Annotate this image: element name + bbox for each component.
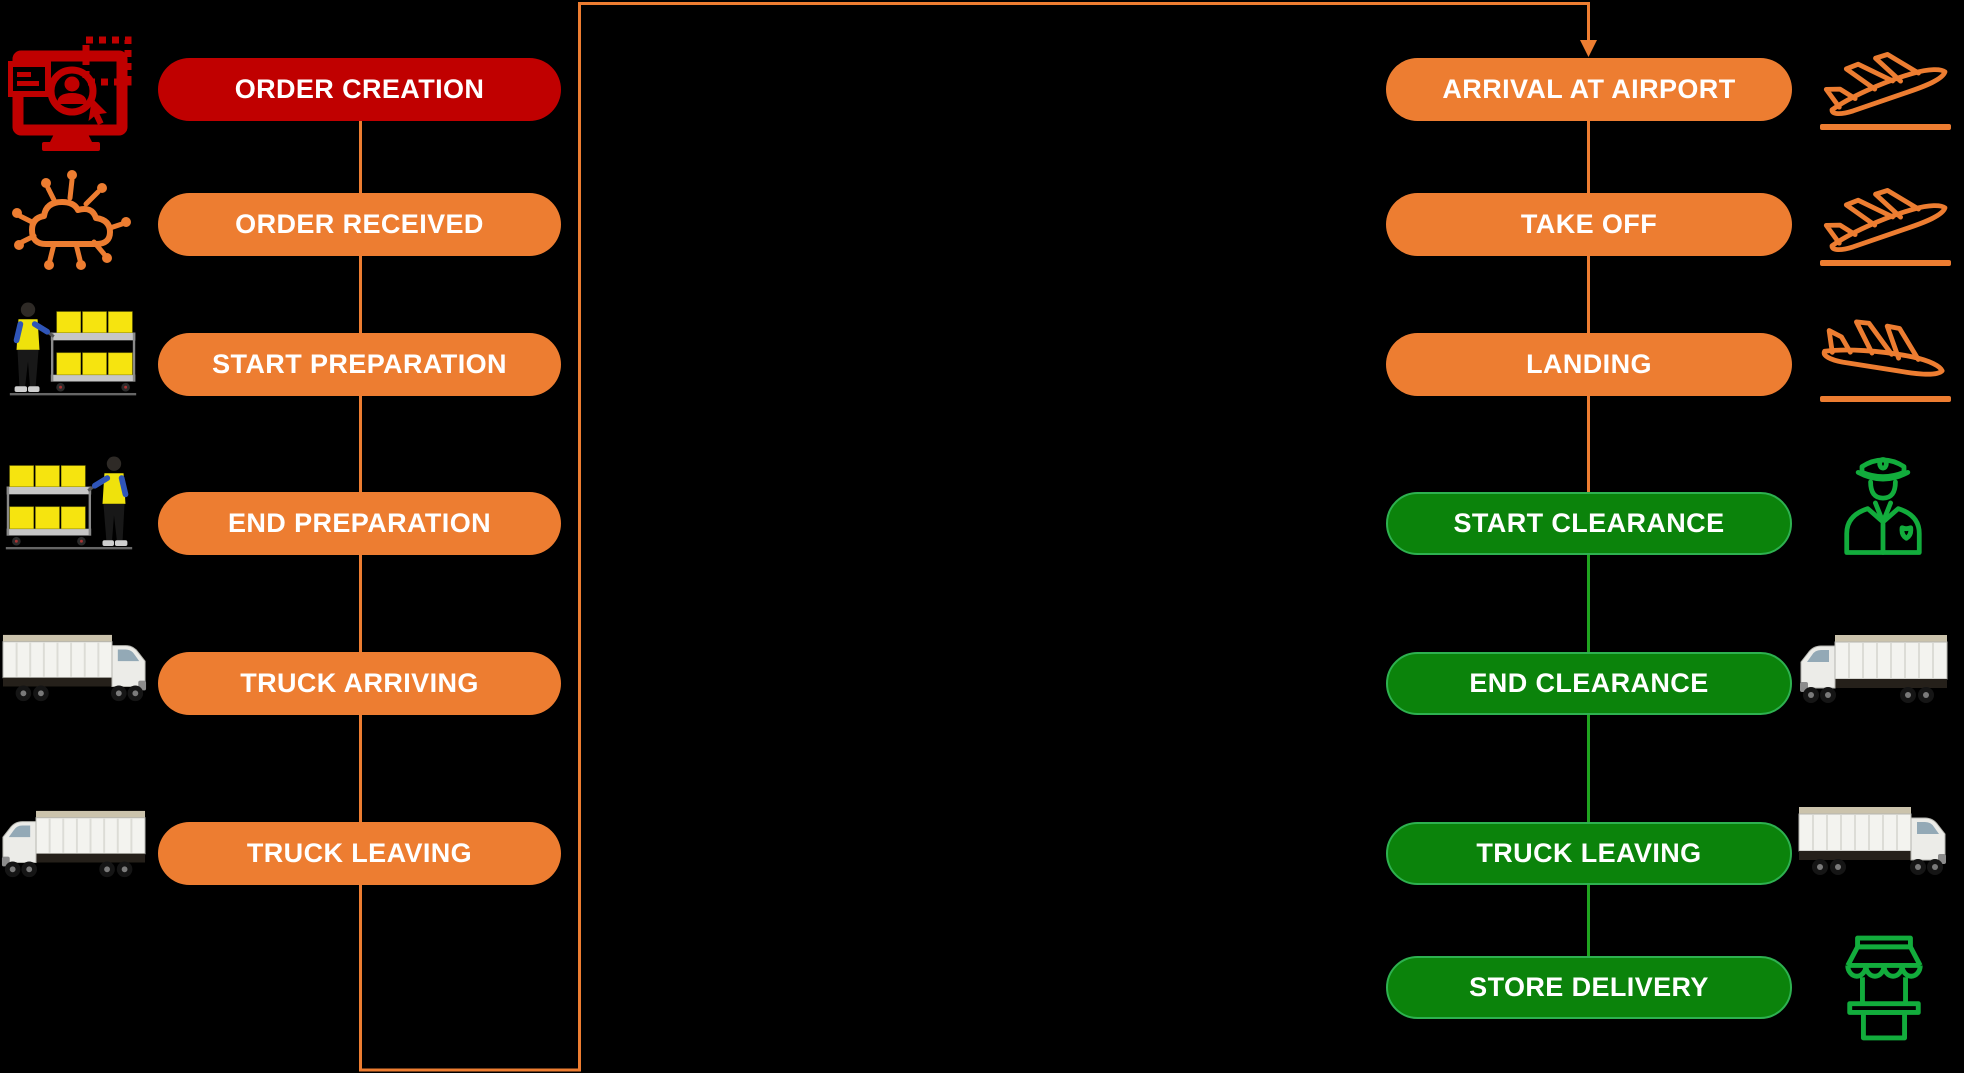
step-landing: LANDING [1386,333,1792,396]
runway-line [1820,124,1951,130]
truck-facing-right-icon [1798,802,1948,880]
plane-landing-icon [1820,306,1955,402]
step-store-delivery: STORE DELIVERY [1386,956,1792,1019]
step-order-creation: ORDER CREATION [158,58,561,121]
step-order-received: ORDER RECEIVED [158,193,561,256]
step-start-preparation: START PREPARATION [158,333,561,396]
step-arrival-at-airport: ARRIVAL AT AIRPORT [1386,58,1792,121]
plane-takeoff-icon [1820,172,1955,266]
arrowhead-icon [1580,40,1597,57]
plane-takeoff-icon [1820,36,1955,130]
step-end-preparation: END PREPARATION [158,492,561,555]
warehouse-worker-cart-mirrored-icon [2,450,136,554]
truck-facing-right-icon [2,628,148,708]
step-truck-leaving-airport: TRUCK LEAVING [1386,822,1792,885]
runway-line [1820,396,1951,402]
computer-order-icon [8,36,134,156]
customs-officer-icon [1841,444,1925,558]
runway-line [1820,260,1951,266]
step-truck-arriving: TRUCK ARRIVING [158,652,561,715]
step-end-clearance: END CLEARANCE [1386,652,1792,715]
step-truck-leaving-origin: TRUCK LEAVING [158,822,561,885]
main-loop-connector [359,2,1590,1072]
truck-facing-left-icon [1798,630,1948,708]
truck-facing-left-icon [0,804,146,884]
step-start-clearance: START CLEARANCE [1386,492,1792,555]
market-stall-icon [1837,933,1931,1043]
step-take-off: TAKE OFF [1386,193,1792,256]
warehouse-worker-cart-icon [6,296,140,400]
cloud-network-icon [10,164,132,286]
